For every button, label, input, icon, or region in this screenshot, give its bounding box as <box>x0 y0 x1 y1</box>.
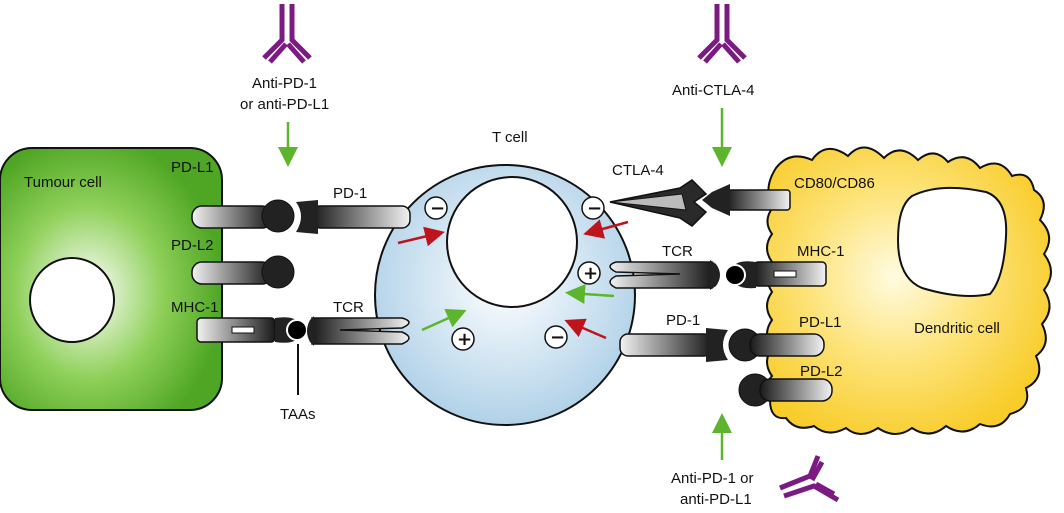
inhibit-arrow-ctla4 <box>583 219 629 239</box>
tcell-inhibit-symbol-right-bottom: − <box>544 325 568 349</box>
t-cell-nucleus <box>446 176 578 308</box>
dendritic-nucleus <box>896 186 1008 297</box>
svg-text:+: + <box>457 329 472 350</box>
antibody-icon-top-right <box>697 4 747 64</box>
dendritic-cell-label: Dendritic cell <box>914 320 1000 337</box>
drug-bottom-line2: anti-PD-L1 <box>680 491 752 508</box>
antibody-icon-top-left <box>262 4 312 64</box>
drug-bottom-line1: Anti-PD-1 or <box>671 470 754 487</box>
tumour-mhc1 <box>196 317 308 395</box>
dc-pdl2-ligand <box>738 373 833 407</box>
dc-mhc1-label: MHC-1 <box>797 243 845 260</box>
svg-text:−: − <box>430 198 445 219</box>
svg-text:−: − <box>587 198 602 219</box>
dc-cd80-cd86-ligand <box>702 184 791 216</box>
tcell-pd1-left-label: PD-1 <box>333 185 367 202</box>
tumour-nucleus <box>29 257 115 343</box>
tcell-ctla4-receptor <box>609 179 708 227</box>
inhibit-arrow-pd1-left <box>397 226 445 247</box>
tcell-tcr-right <box>609 260 720 290</box>
drug-top-left-line1: Anti-PD-1 <box>252 75 317 92</box>
tcell-tcr-left <box>307 316 410 346</box>
tcell-pd1-right-label: PD-1 <box>666 312 700 329</box>
tcell-inhibit-symbol-right-top: − <box>581 196 605 220</box>
drug-top-left-line2: or anti-PD-L1 <box>240 96 329 113</box>
tumour-cell-label: Tumour cell <box>24 174 102 191</box>
tumour-pdl1-ligand <box>191 199 295 233</box>
tumour-pdl2-ligand <box>191 255 295 289</box>
antibody-icon-bottom <box>779 455 840 503</box>
tcell-activate-symbol-left: + <box>451 327 475 351</box>
taas-label: TAAs <box>280 406 316 423</box>
dc-pdl2-label: PD-L2 <box>800 363 843 380</box>
dc-pdl1-label: PD-L1 <box>799 314 842 331</box>
tcell-ctla4-label: CTLA-4 <box>612 162 664 179</box>
tumour-pdl1-label: PD-L1 <box>171 159 214 176</box>
tcell-pd1-left-receptor <box>296 200 411 234</box>
t-cell-label: T cell <box>492 129 528 146</box>
svg-text:+: + <box>583 263 598 284</box>
tcell-tcr-right-label: TCR <box>662 243 693 260</box>
tcell-tcr-left-label: TCR <box>333 299 364 316</box>
svg-text:−: − <box>550 327 565 348</box>
tumour-mhc1-label: MHC-1 <box>171 299 219 316</box>
dc-pdl1-ligand <box>728 328 825 362</box>
activate-arrow-tcr-right <box>565 284 615 304</box>
activate-arrow-tcr-left <box>421 309 467 332</box>
tcell-pd1-right-receptor <box>619 328 728 362</box>
tcell-inhibit-symbol-left: − <box>424 196 448 220</box>
tcell-activate-symbol-right: + <box>577 261 601 285</box>
dc-mhc1 <box>724 261 827 289</box>
inhibit-arrow-pd1-right <box>564 318 607 340</box>
dc-cd80-label: CD80/CD86 <box>794 175 875 192</box>
tumour-pdl2-label: PD-L2 <box>171 237 214 254</box>
drug-top-right-label: Anti-CTLA-4 <box>672 82 755 99</box>
taa-antigen <box>286 319 308 341</box>
